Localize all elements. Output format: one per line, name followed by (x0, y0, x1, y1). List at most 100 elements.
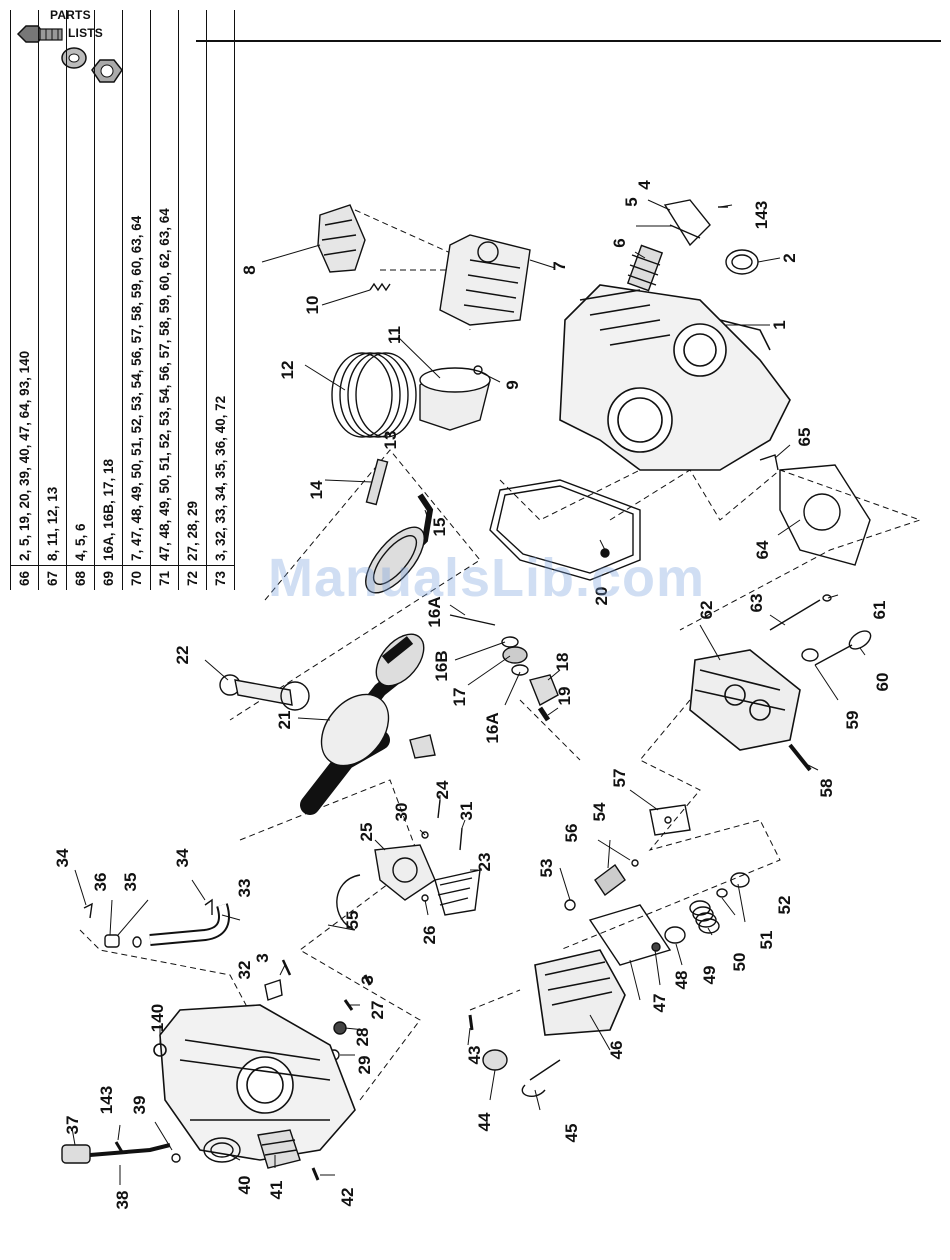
callout-label: 16A (483, 712, 502, 743)
part-13-piston-pin (365, 458, 389, 506)
callout-label: 59 (843, 711, 862, 730)
part-21-crankshaft (300, 633, 425, 815)
part-32-bracket (264, 979, 283, 1001)
part-47-gasket (588, 904, 672, 966)
part-63-pushrod (769, 599, 821, 631)
callout-label: 39 (130, 1096, 149, 1115)
parts-table-key: 68 (66, 565, 95, 590)
part-45-lever (521, 1059, 561, 1098)
callout-label: 27 (368, 1001, 387, 1020)
part-25-oil-pump (374, 844, 436, 901)
part-65-elbow (759, 454, 779, 471)
callout-label: 35 (121, 873, 140, 892)
callout-label: 53 (537, 859, 556, 878)
callout-label: 6 (610, 238, 629, 247)
callout-label: 52 (775, 896, 794, 915)
parts-table-key: 69 (94, 565, 123, 590)
callout-label: 23 (475, 853, 494, 872)
callout-label: 56 (562, 824, 581, 843)
callout-label: 12 (278, 361, 297, 380)
callout-label: 7 (550, 261, 569, 270)
part-18-pin (537, 706, 551, 722)
callout-label: 3 (253, 953, 272, 962)
callout-label: 5 (622, 197, 641, 206)
callout-label: 51 (757, 931, 776, 950)
part-58-bolt (788, 743, 812, 772)
parts-table-values: 8, 11, 12, 13 (38, 10, 67, 566)
callout-labels: 123345678910111213141516A16A16B171819202… (53, 180, 892, 1210)
callout-label: 19 (555, 687, 574, 706)
parts-table-values: 7, 47, 48, 49, 50, 51, 52, 53, 54, 56, 5… (122, 10, 151, 566)
callout-label: 21 (275, 711, 294, 730)
parts-table-key: 72 (178, 565, 207, 590)
part-9-intake-cover (317, 204, 366, 273)
parts-table-key: 73 (206, 565, 235, 590)
callout-label: 17 (450, 688, 469, 707)
callout-label: 143 (97, 1086, 116, 1114)
callout-label: 11 (385, 326, 404, 344)
callout-label: 1 (770, 320, 789, 329)
callout-label: 9 (503, 380, 522, 389)
callout-label: 40 (235, 1176, 254, 1195)
callout-label: 15 (430, 518, 449, 537)
callout-label: 50 (730, 953, 749, 972)
callout-label: 29 (355, 1056, 374, 1075)
part-7-cylinder-shroud (439, 234, 531, 326)
callout-label: 34 (173, 848, 192, 867)
parts-lists-logo: PARTS LISTS (10, 6, 135, 96)
part-57-plate (649, 804, 691, 836)
header-rule (196, 40, 941, 42)
callout-label: 58 (817, 779, 836, 798)
parts-table-values: 3, 32, 33, 34, 35, 36, 40, 72 (206, 10, 235, 566)
callout-label: 37 (63, 1116, 82, 1135)
callout-label: 34 (53, 848, 72, 867)
part-49-retainer (664, 926, 686, 944)
callout-label: 14 (307, 480, 326, 499)
callout-label: 45 (562, 1124, 581, 1143)
callout-label: 46 (607, 1041, 626, 1060)
callout-label: 28 (353, 1028, 372, 1047)
part-64-head-gasket (779, 464, 871, 566)
part-52-seal (730, 872, 750, 888)
callout-label: 49 (700, 966, 719, 985)
callout-label: 48 (672, 971, 691, 990)
callout-label: 47 (650, 994, 669, 1013)
parts-table-key: 70 (122, 565, 151, 590)
callout-label: 16A (425, 596, 444, 627)
part-41-filter-adapter (257, 1129, 301, 1169)
part-15-rod (449, 614, 496, 626)
callout-label: 60 (873, 673, 892, 692)
part-37-dipstick-handle (61, 1144, 91, 1164)
part-62-cylinder-head (689, 649, 801, 751)
callout-label: 55 (343, 911, 362, 930)
callout-label: 2 (780, 253, 799, 262)
part-14-camshaft (365, 493, 434, 594)
part-6-breather-filter (626, 244, 664, 292)
parts-table-values: 27, 28, 29 (178, 10, 207, 566)
callout-label: 38 (113, 1191, 132, 1210)
part-16a-washer-2 (511, 664, 529, 676)
part-56-rocker-arm (594, 863, 626, 897)
callout-label: 30 (392, 803, 411, 822)
part-33-dipstick-tube (149, 903, 230, 946)
callout-label: 43 (465, 1046, 484, 1065)
callout-label: 62 (697, 601, 716, 620)
part-2-seal (725, 249, 759, 275)
callout-label: 18 (553, 653, 572, 672)
callout-label: 13 (381, 431, 400, 450)
callout-label: 26 (420, 926, 439, 945)
callout-label: 8 (240, 265, 259, 274)
callout-label: 22 (173, 646, 192, 665)
callout-label: 143 (752, 201, 771, 229)
part-17-governor (529, 674, 559, 706)
callout-label: 31 (457, 802, 476, 821)
parts-table-values: 16A, 16B, 17, 18 (94, 10, 123, 566)
